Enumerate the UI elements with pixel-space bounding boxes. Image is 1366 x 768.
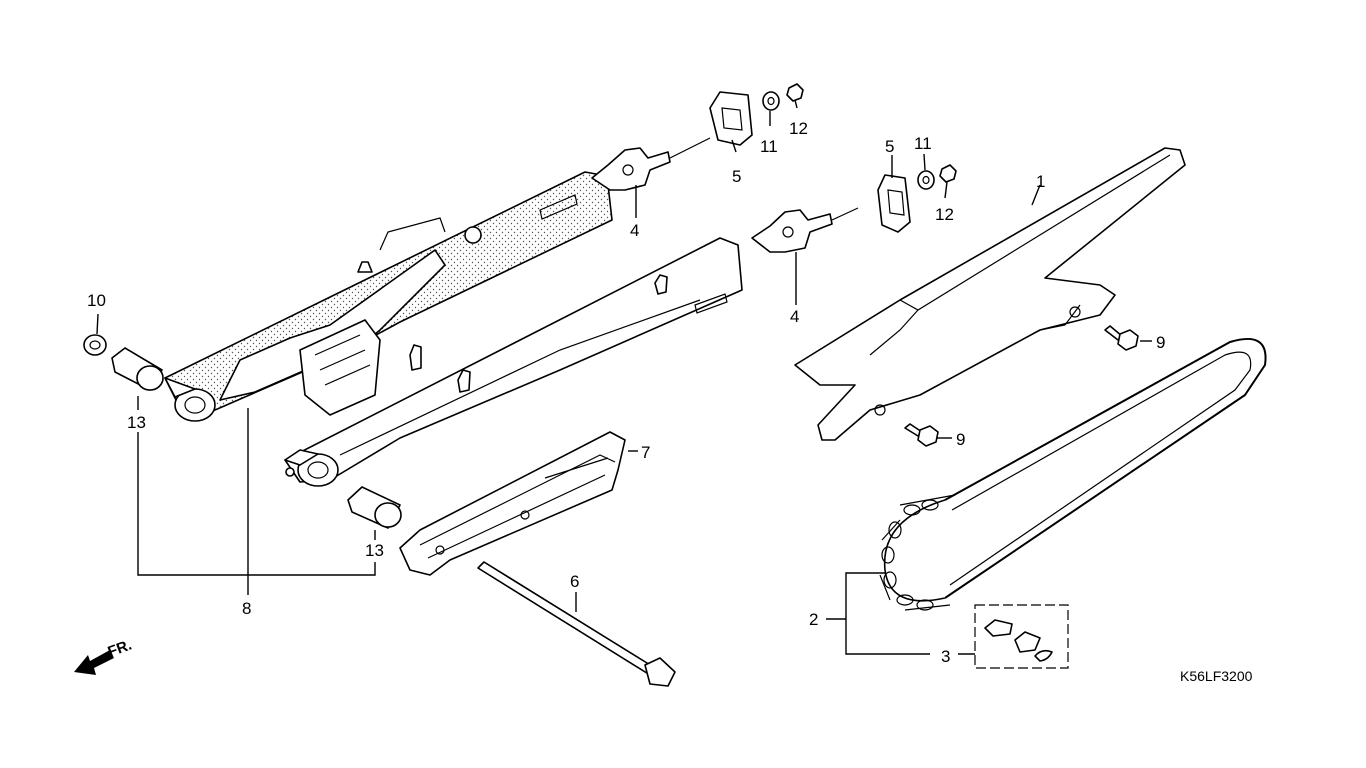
chain-slider — [399, 431, 626, 576]
leader-lines — [96, 99, 1152, 655]
callout-12-upper: 12 — [789, 119, 808, 138]
callout-4-upper: 4 — [630, 221, 639, 240]
swingarm — [164, 171, 743, 487]
callout-11-lower: 11 — [914, 134, 932, 153]
callout-9-lower: 9 — [956, 430, 965, 449]
callout-6: 6 — [570, 572, 579, 591]
nut-11-upper — [762, 91, 780, 111]
drive-chain — [879, 337, 1267, 611]
chain-case — [794, 147, 1186, 441]
callout-9-upper: 9 — [1156, 333, 1165, 352]
callout-2: 2 — [809, 610, 818, 629]
adjuster-plate-upper — [591, 137, 711, 191]
pivot-bushing-right — [347, 486, 402, 529]
nut-12-lower — [939, 164, 957, 183]
callout-1: 1 — [1036, 172, 1045, 191]
front-label: FR. — [106, 637, 135, 661]
nut-11-lower — [917, 170, 935, 190]
callout-5-upper: 5 — [732, 167, 741, 186]
front-direction-arrow: FR. — [74, 637, 134, 675]
callout-13-right: 13 — [365, 541, 384, 560]
chain-joint — [974, 604, 1069, 669]
dust-seal-washer — [83, 334, 107, 356]
axle-block-upper — [709, 91, 753, 146]
callout-10: 10 — [87, 291, 106, 310]
bolt-9-lower — [904, 423, 939, 447]
pivot-bushing-left — [111, 347, 164, 391]
bolt-9-upper — [1104, 325, 1139, 351]
callout-11-upper: 11 — [760, 137, 778, 156]
callout-13-left: 13 — [127, 413, 146, 432]
adjuster-plate-lower — [751, 207, 859, 253]
callout-12-lower: 12 — [935, 205, 954, 224]
callout-7: 7 — [641, 443, 650, 462]
diagram-code: K56LF3200 — [1180, 668, 1253, 684]
front-arrow-icon — [74, 650, 114, 675]
pivot-bolt — [477, 561, 676, 687]
callout-3: 3 — [941, 647, 950, 666]
callout-5-lower: 5 — [885, 137, 894, 156]
callout-4-lower: 4 — [790, 307, 799, 326]
nut-12-upper — [786, 83, 804, 102]
axle-block-lower — [877, 174, 911, 233]
callout-8: 8 — [242, 599, 251, 618]
